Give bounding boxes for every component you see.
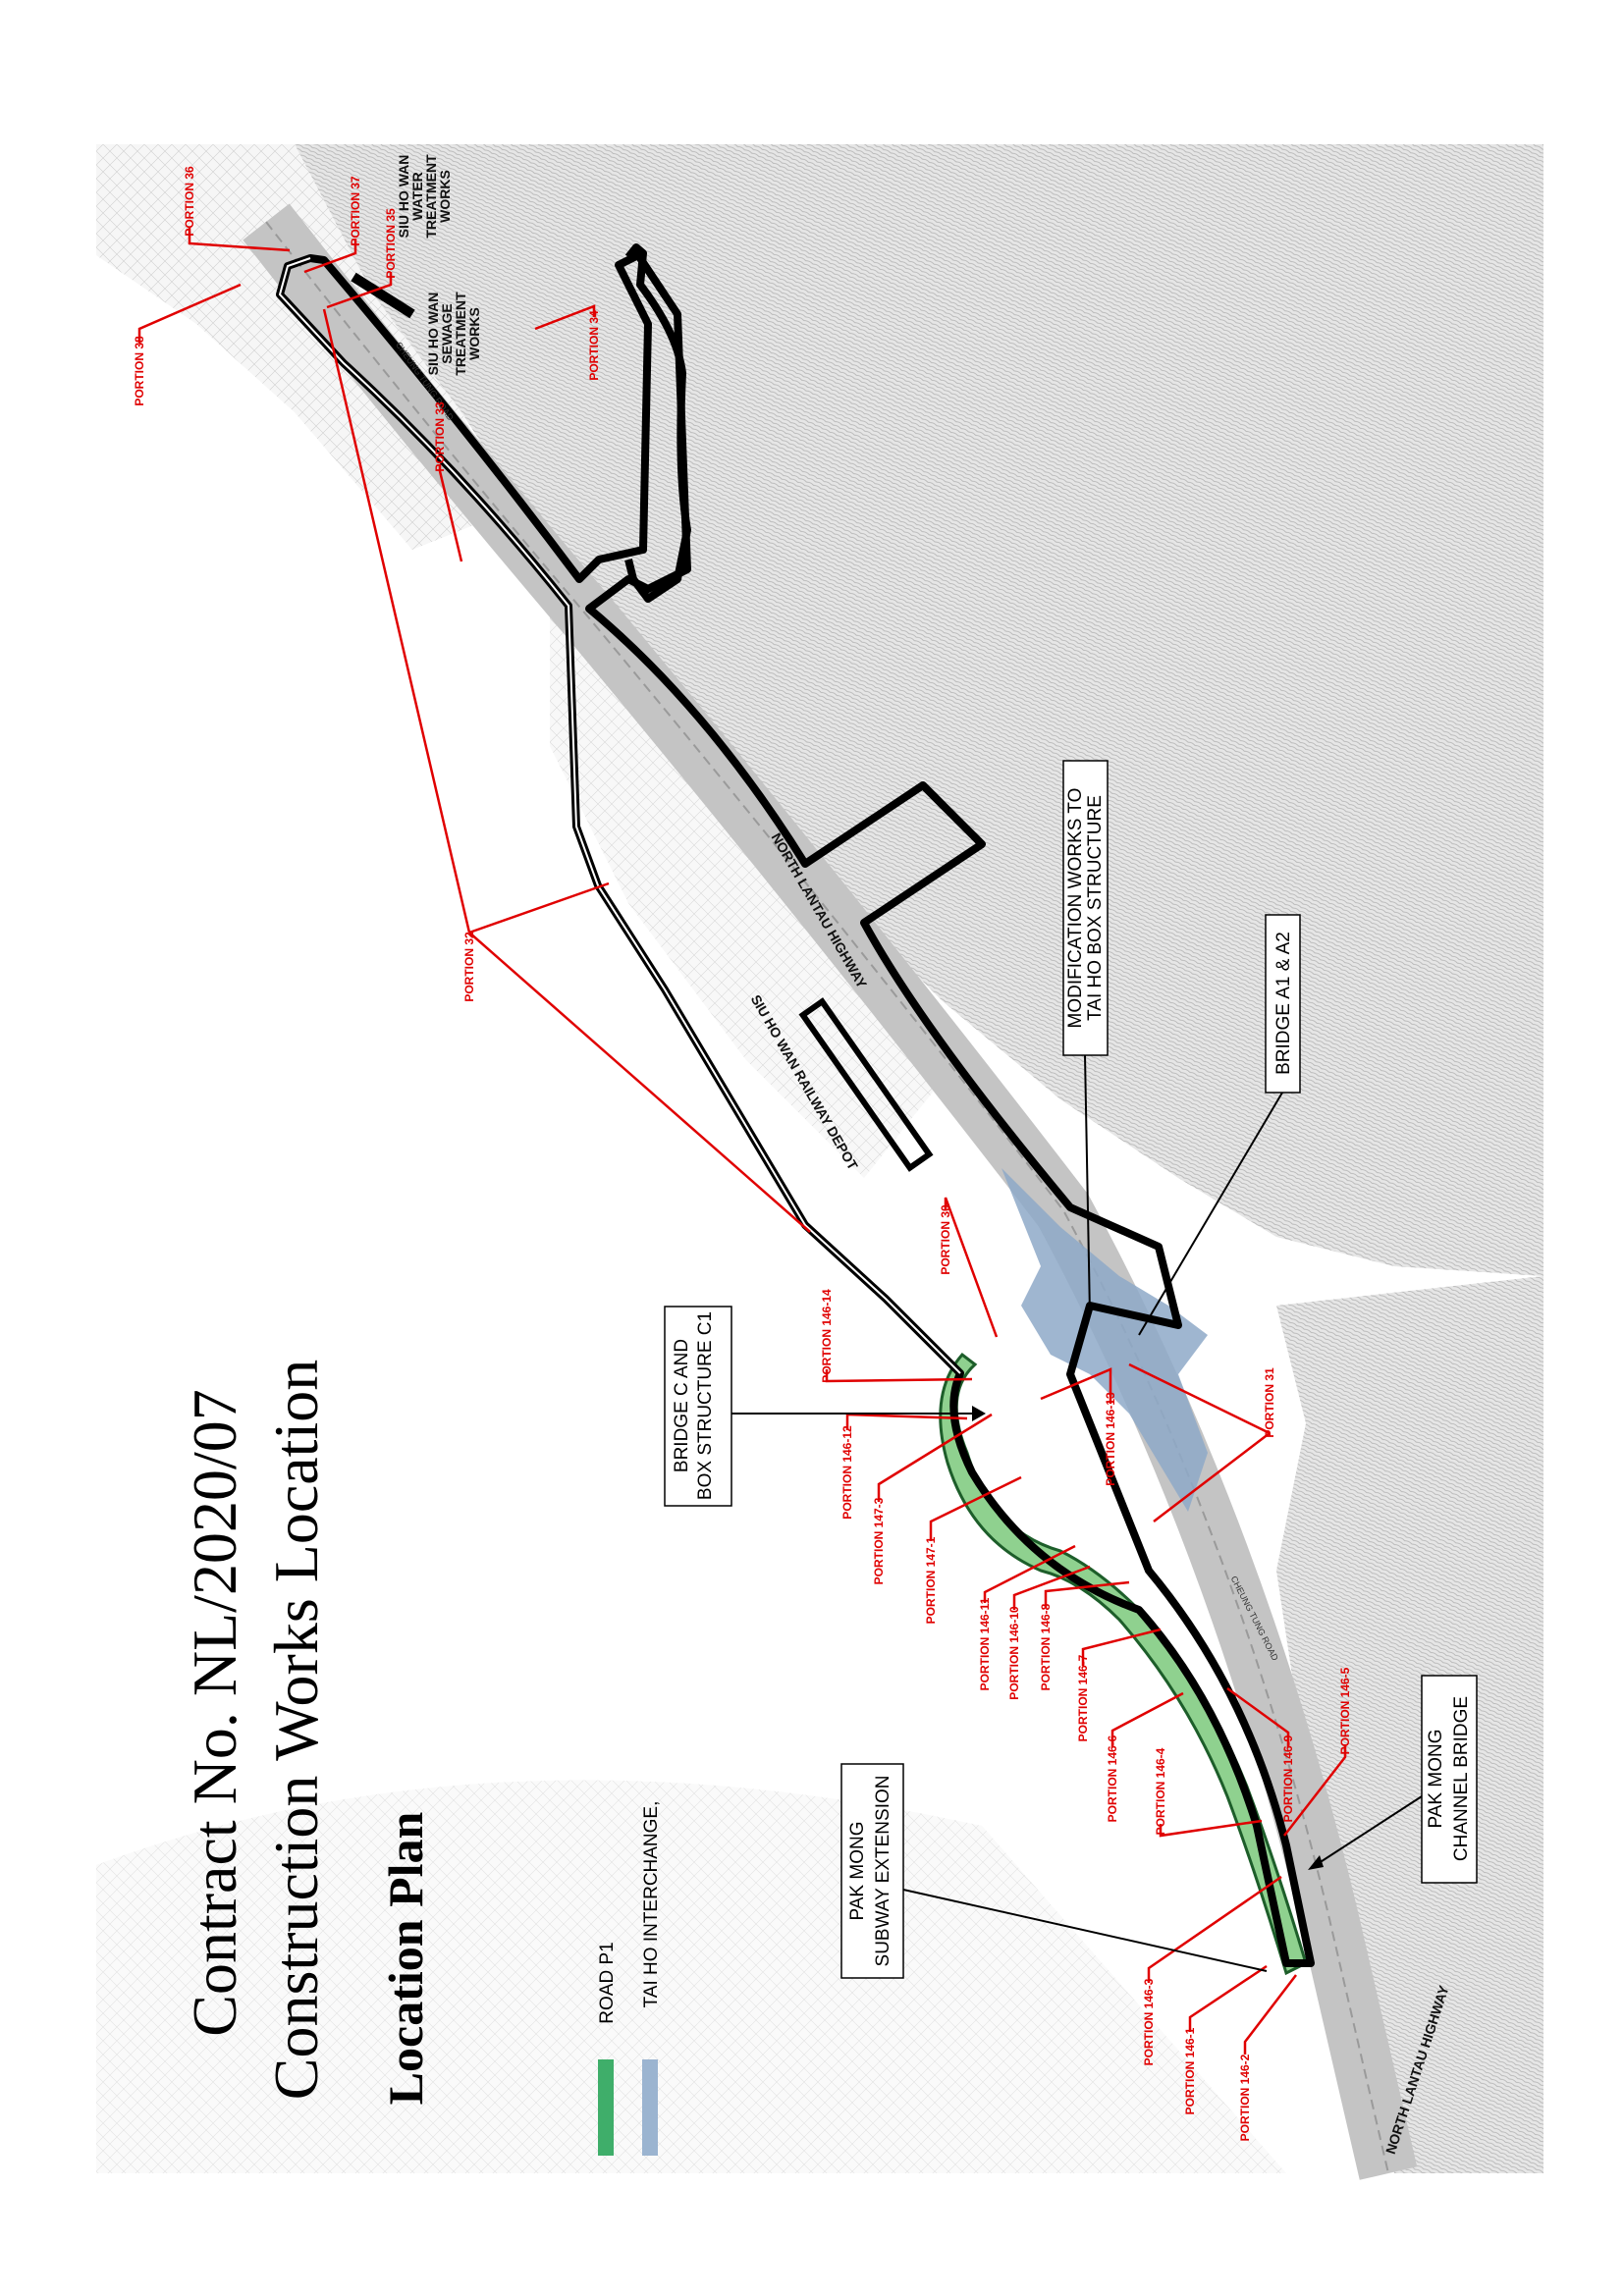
- portion-label: PORTION 146-9: [1281, 1735, 1295, 1822]
- works-boundary[interactable]: [276, 251, 1315, 1967]
- tai-ho-interchange-area[interactable]: [1001, 1168, 1208, 1512]
- legend-label-road-p1: ROAD P1: [597, 1942, 618, 2023]
- svg-text:SIU HO WAN: SIU HO WAN: [396, 155, 411, 239]
- svg-text:TAI HO BOX STRUCTURE: TAI HO BOX STRUCTURE: [1085, 795, 1106, 1021]
- portion-label: PORTION 146-1: [1183, 2027, 1197, 2114]
- svg-text:CHANNEL BRIDGE: CHANNEL BRIDGE: [1451, 1696, 1472, 1861]
- portion-label: PORTION 146-7: [1076, 1654, 1090, 1741]
- callout-bridge-a1-a2: BRIDGE A1 & A2: [1265, 914, 1301, 1094]
- page-subtitle: Location Plan: [378, 1811, 433, 2105]
- portion-label: PORTION 36: [183, 166, 196, 237]
- terrain-hills: [295, 144, 1543, 1276]
- legend-label-tai-ho-interchange: TAI HO INTERCHANGE,: [641, 1801, 662, 2008]
- svg-text:BOX STRUCTURE C1: BOX STRUCTURE C1: [695, 1311, 716, 1500]
- svg-text:SIU HO WAN: SIU HO WAN: [425, 293, 441, 376]
- portion-label: PORTION 37: [349, 176, 362, 246]
- portion-label: PORTION 146-10: [1007, 1606, 1021, 1700]
- svg-text:WATER: WATER: [409, 172, 425, 221]
- svg-text:WORKS: WORKS: [437, 170, 453, 223]
- svg-text:WORKS: WORKS: [466, 307, 482, 360]
- portion-label: PORTION 147-1: [924, 1536, 938, 1624]
- label-water-treatment-works: SIU HO WAN WATER TREATMENT WORKS: [396, 154, 453, 239]
- callout-pak-mong-subway: PAK MONG SUBWAY EXTENSION: [840, 1763, 904, 1979]
- portion-label: PORTION 38: [133, 336, 146, 406]
- svg-text:BRIDGE A1 & A2: BRIDGE A1 & A2: [1273, 932, 1294, 1075]
- portion-label: PORTION 32: [462, 932, 476, 1002]
- portion-leaders: [137, 228, 1347, 2055]
- map[interactable]: SIU HO WAN WATER TREATMENT WORKS SIU HO …: [96, 144, 1543, 2180]
- terrain-hills-south: [1276, 1276, 1543, 2173]
- portion-label: PORTION 33: [433, 401, 447, 472]
- portion-label: PORTION 146-8: [1039, 1603, 1053, 1690]
- portion-label: PORTION 146-12: [840, 1425, 854, 1520]
- portion-label: PORTION 30: [939, 1204, 952, 1275]
- svg-text:SUBWAY EXTENSION: SUBWAY EXTENSION: [873, 1776, 893, 1967]
- svg-text:PAK MONG: PAK MONG: [1426, 1730, 1446, 1829]
- portion-label: PORTION 34: [587, 310, 601, 381]
- portion-label: PORTION 146-13: [1104, 1392, 1117, 1486]
- legend: ROAD P1 TAI HO INTERCHANGE,: [597, 1801, 662, 2156]
- portion-label: PORTION 31: [1263, 1367, 1276, 1438]
- callout-bridge-c: BRIDGE C AND BOX STRUCTURE C1: [664, 1306, 732, 1507]
- callout-modification-works: MODIFICATION WORKS TO TAI HO BOX STRUCTU…: [1062, 760, 1109, 1056]
- works-boundary-inner: [278, 257, 961, 1374]
- svg-text:TREATMENT: TREATMENT: [453, 292, 468, 376]
- legend-swatch-road-p1: [598, 2059, 614, 2156]
- page-title-contract: Contract No. NL/2020/07: [180, 1389, 249, 2036]
- svg-text:BRIDGE C AND: BRIDGE C AND: [672, 1339, 692, 1472]
- portion-label: PORTION 146-11: [978, 1597, 992, 1690]
- page-title-works-location: Construction Works Location: [261, 1360, 331, 2100]
- portion-label: PORTION 146-3: [1142, 1978, 1156, 2065]
- road-p1-area[interactable]: [939, 1352, 1308, 1976]
- portion-label: PORTION 147-3: [872, 1497, 886, 1584]
- portion-labels: PORTION 36 PORTION 37 PORTION 35 PORTION…: [133, 166, 1352, 2141]
- portion-label: PORTION 146-2: [1238, 2054, 1252, 2141]
- portion-label: PORTION 146-6: [1106, 1735, 1119, 1822]
- portion-label: PORTION 35: [384, 208, 398, 279]
- urban-area-southwest: [96, 1780, 1286, 2173]
- svg-text:TREATMENT: TREATMENT: [423, 154, 439, 239]
- portion-label: PORTION 146-4: [1154, 1747, 1167, 1835]
- callout-pointers: [731, 1054, 1423, 1972]
- svg-text:MODIFICATION WORKS TO: MODIFICATION WORKS TO: [1065, 788, 1086, 1029]
- svg-text:PAK MONG: PAK MONG: [847, 1822, 868, 1921]
- label-sewage-treatment-works: SIU HO WAN SEWAGE TREATMENT WORKS: [425, 292, 482, 376]
- portion-label: PORTION 146-14: [820, 1289, 834, 1383]
- legend-swatch-tai-ho-interchange: [642, 2059, 658, 2156]
- callout-pak-mong-channel-bridge: PAK MONG CHANNEL BRIDGE: [1421, 1675, 1478, 1884]
- highway-box-strip[interactable]: [798, 997, 934, 1172]
- urban-area: [96, 144, 511, 550]
- portion-37-strip[interactable]: [351, 272, 415, 319]
- sewage-works-boundary[interactable]: [624, 243, 691, 603]
- svg-text:SEWAGE: SEWAGE: [439, 303, 455, 363]
- highway-centerline: [265, 221, 1389, 2174]
- portion-label: PORTION 146-5: [1338, 1667, 1352, 1754]
